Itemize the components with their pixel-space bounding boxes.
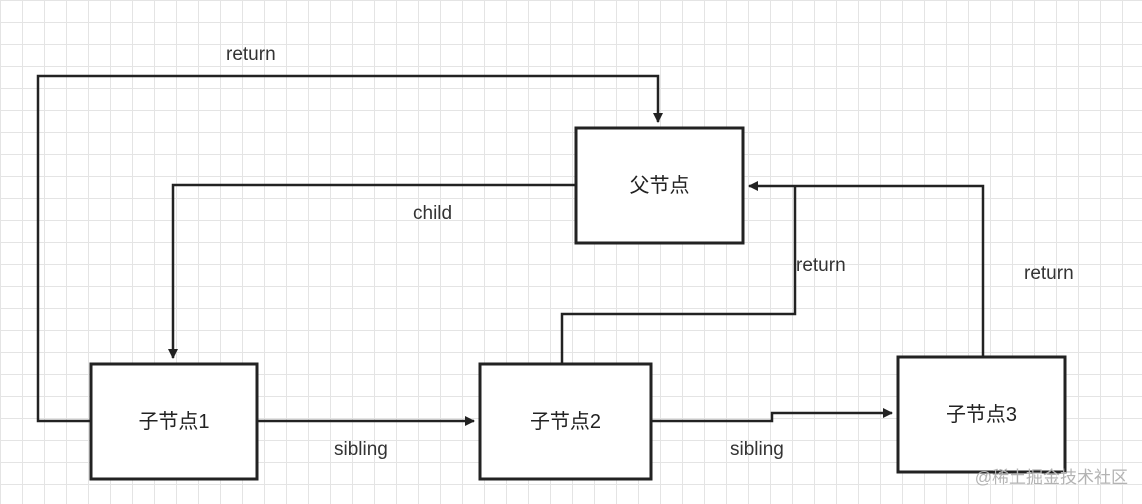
edge-child-parent-to-child1 (168, 183, 575, 359)
node-child3: 子节点3 (896, 355, 1067, 474)
edge-label-return-child1: return (226, 44, 276, 65)
node-child2-label: 子节点2 (530, 410, 601, 433)
node-parent: 父节点 (574, 126, 745, 245)
edge-return-child2-to-parent (560, 186, 797, 363)
node-child1: 子节点1 (89, 362, 259, 481)
node-parent-label: 父节点 (630, 174, 690, 197)
node-child2: 子节点2 (478, 362, 653, 481)
edge-label-return-child2: return (796, 255, 846, 276)
node-child1-label: 子节点1 (138, 410, 209, 433)
watermark: @稀土掘金技术社区 (974, 468, 1128, 487)
edge-label-sibling-1-2: sibling (334, 439, 388, 460)
edge-return-child3-to-parent (748, 181, 985, 356)
edge-return-child1-to-parent (36, 74, 663, 423)
edge-label-return-child3: return (1024, 263, 1074, 284)
edge-sibling-child2-to-child3 (652, 408, 893, 423)
edge-label-child: child (413, 203, 452, 224)
edge-label-sibling-2-3: sibling (730, 439, 784, 460)
node-child3-label: 子节点3 (946, 403, 1017, 426)
